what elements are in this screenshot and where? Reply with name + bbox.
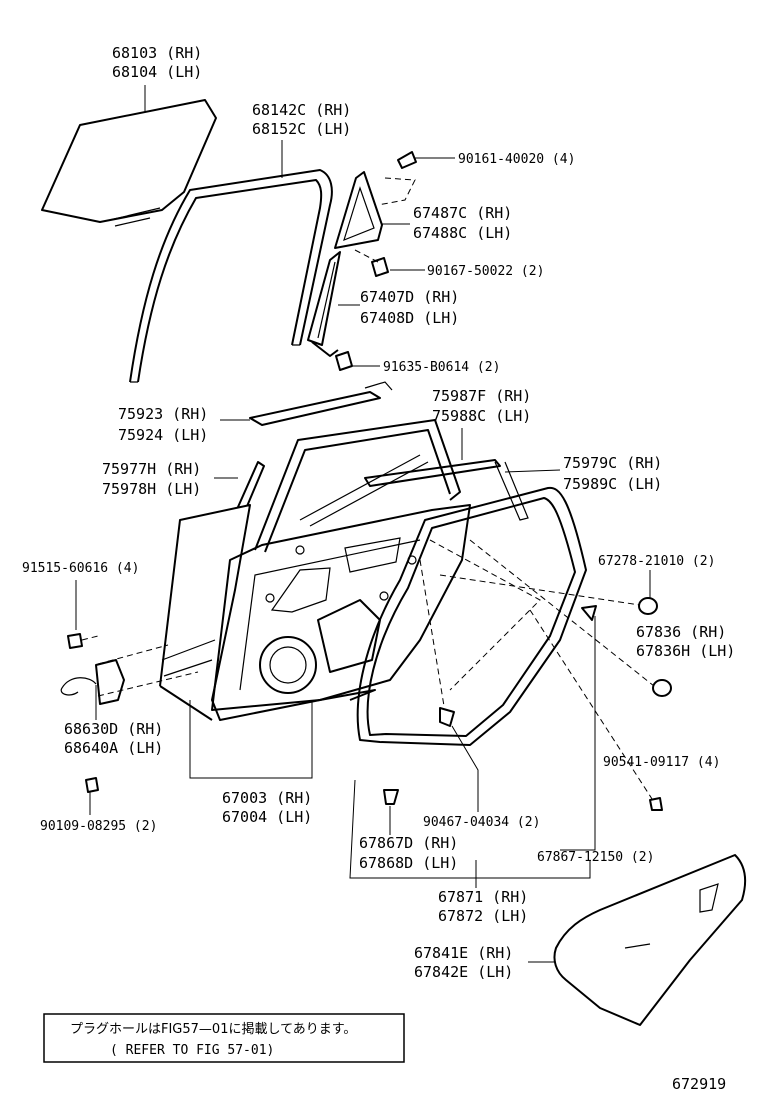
label-clip-4-rh: 67867D (RH) xyxy=(359,834,458,852)
label-division-bar-rh: 67407D (RH) xyxy=(360,288,459,306)
door-panel[interactable] xyxy=(159,504,376,721)
note-japanese: プラグホールはFIG57—01に掲載してあります。 xyxy=(70,1021,356,1037)
label-bolt-2: 91515-60616 (4) xyxy=(22,561,139,576)
label-rear-molding-lh: 75989C (LH) xyxy=(563,475,662,493)
label-belt-outer-rh: 75923 (RH) xyxy=(118,405,208,423)
label-quarter-glass-rh: 67487C (RH) xyxy=(413,204,512,222)
service-hole-cover[interactable] xyxy=(553,854,747,1026)
label-bolt-1: 91635-B0614 (2) xyxy=(383,360,500,375)
label-run-channel-rh: 68142C (RH) xyxy=(252,101,351,119)
label-quarter-glass-lh: 67488C (LH) xyxy=(413,224,512,242)
label-pillar-garnish-lh: 75978H (LH) xyxy=(102,480,201,498)
label-weatherstrip-lh: 67872 (LH) xyxy=(438,907,528,925)
label-lock-lh: 68640A (LH) xyxy=(64,739,163,757)
door-glass[interactable] xyxy=(41,99,217,227)
leader-lines xyxy=(75,85,655,963)
label-screw-3: 90109-08295 (2) xyxy=(40,819,157,834)
label-rear-molding-rh: 75979C (RH) xyxy=(563,454,662,472)
label-clip-1: 67278-21010 (2) xyxy=(598,554,715,569)
label-glass-rh: 68103 (RH) xyxy=(112,44,202,62)
label-lock-rh: 68630D (RH) xyxy=(64,720,163,738)
label-frame-molding-rh: 75987F (RH) xyxy=(432,387,531,405)
label-screw-2: 90167-50022 (2) xyxy=(427,264,544,279)
label-service-cover-lh: 67842E (LH) xyxy=(414,963,513,981)
label-pillar-garnish-rh: 75977H (RH) xyxy=(102,460,201,478)
label-clip-3: 90467-04034 (2) xyxy=(423,815,540,830)
division-bar[interactable] xyxy=(307,251,341,357)
label-screw-1: 90161-40020 (4) xyxy=(458,152,575,167)
figure-number: 672919 xyxy=(672,1075,726,1093)
rear-molding[interactable] xyxy=(364,459,529,521)
label-clip-4-lh: 67868D (LH) xyxy=(359,854,458,872)
label-belt-outer-lh: 75924 (LH) xyxy=(118,426,208,444)
label-door-panel-rh: 67003 (RH) xyxy=(222,789,312,807)
door-lock[interactable] xyxy=(60,633,125,793)
label-service-cover-rh: 67841E (RH) xyxy=(414,944,513,962)
label-frame-molding-lh: 75988C (LH) xyxy=(432,407,531,425)
hinge-plug-icon xyxy=(383,597,672,811)
label-run-channel-lh: 68152C (LH) xyxy=(252,120,351,138)
glass-run-channel[interactable] xyxy=(129,169,333,383)
door-inner-panel[interactable] xyxy=(211,504,471,711)
label-division-bar-lh: 67408D (LH) xyxy=(360,309,459,327)
label-clip-2: 90541-09117 (4) xyxy=(603,755,720,770)
quarter-glass[interactable] xyxy=(334,171,383,249)
label-clip-5: 67867-12150 (2) xyxy=(537,850,654,865)
label-door-panel-lh: 67004 (LH) xyxy=(222,808,312,826)
label-weatherstrip-rh: 67871 (RH) xyxy=(438,888,528,906)
door-weatherstrip[interactable] xyxy=(356,486,587,746)
note-english: ( REFER TO FIG 57-01) xyxy=(110,1043,274,1058)
label-hinge-plug-rh: 67836 (RH) xyxy=(636,623,726,641)
label-hinge-plug-lh: 67836H (LH) xyxy=(636,642,735,660)
reference-note: プラグホールはFIG57—01に掲載してあります。 ( REFER TO FIG… xyxy=(43,1013,405,1063)
label-glass-lh: 68104 (LH) xyxy=(112,63,202,81)
belt-molding-outer[interactable] xyxy=(249,381,393,426)
